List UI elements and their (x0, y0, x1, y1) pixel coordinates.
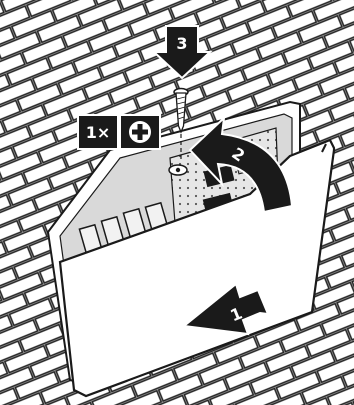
phillips-screwdriver-icon (129, 121, 151, 143)
tool-quantity: 1× (86, 123, 111, 142)
tool-badge: 1× (78, 115, 160, 149)
step-3-number: 3 (176, 34, 187, 53)
